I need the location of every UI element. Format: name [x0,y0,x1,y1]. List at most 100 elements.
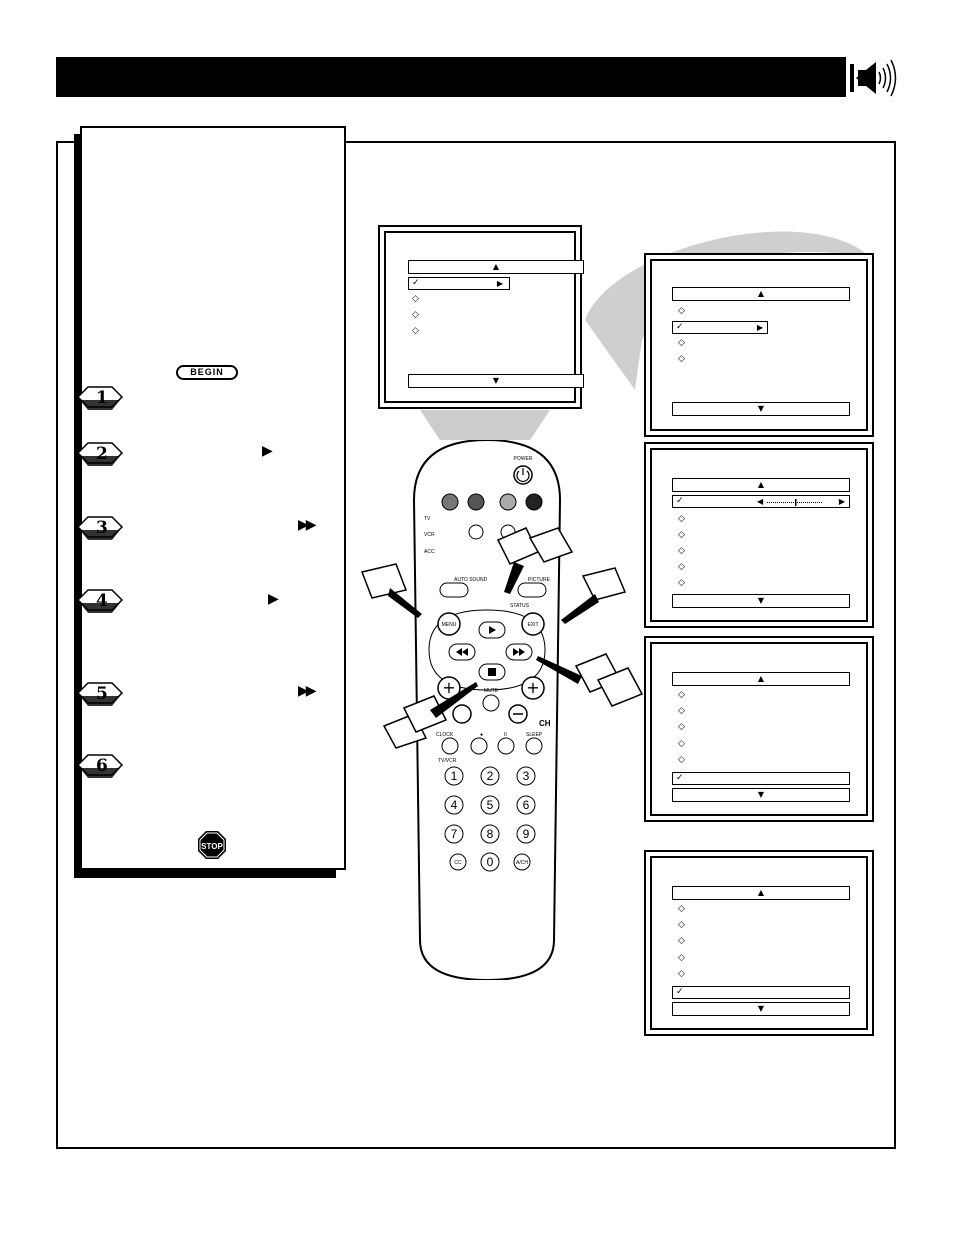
sleep-button[interactable] [525,737,543,755]
blue-button[interactable] [525,493,543,511]
menu-selected-row[interactable]: ✓ ▶ [408,277,510,290]
step-4-badge: 4 [76,589,124,613]
diamond-icon: ◇ [678,904,685,914]
cc-button[interactable] [449,853,467,871]
green-button[interactable] [467,493,485,511]
menu-down-bar[interactable]: ▼ [672,402,850,416]
digit-button[interactable] [516,824,536,844]
menu-selected-row[interactable]: ✓ [672,772,850,785]
sleep-label: SLEEP [526,732,543,738]
level-slider[interactable] [767,499,823,506]
pause-button[interactable] [497,737,515,755]
digit-button[interactable] [444,824,464,844]
record-label: ● [480,732,483,738]
menu-up-bar[interactable]: ▲ [672,886,850,900]
mode-acc-label: ACC [424,549,435,555]
menu-up-bar[interactable]: ▲ [672,478,850,492]
menu-up-bar[interactable]: ▲ [672,672,850,686]
check-icon: ✓ [676,496,684,506]
cc-label: CC [454,860,462,866]
diamond-icon: ◇ [678,338,685,348]
menu-down-bar[interactable]: ▼ [672,788,850,802]
diamond-icon: ◇ [678,530,685,540]
exit-label: EXIT [527,622,538,628]
smiley-button[interactable] [468,524,484,540]
diamond-icon: ◇ [412,294,419,304]
power-label: POWER [514,456,533,462]
digit-button[interactable] [516,766,536,786]
diamond-icon: ◇ [678,354,685,364]
ch-label: CH [539,719,551,728]
yellow-button[interactable] [499,493,517,511]
mute-button[interactable] [482,694,500,712]
pointing-hand-icon [496,527,574,594]
diamond-icon: ◇ [412,326,419,336]
diamond-icon: ◇ [678,969,685,979]
step-5-arrow-icon: ▶▶ [298,683,316,699]
tvvcr-label: TV/VCR [438,758,457,764]
digit-button[interactable] [480,795,500,815]
stop-sign-icon: STOP [198,831,226,859]
menu-screen-4: ▲ ◇ ◇ ◇ ◇ ◇ ✓ ▼ [644,636,874,822]
check-icon: ✓ [412,278,420,288]
fast-forward-icon [513,648,519,656]
menu-screen-5: ▲ ◇ ◇ ◇ ◇ ◇ ✓ ▼ [644,850,874,1036]
check-icon: ✓ [676,322,684,332]
ach-button[interactable] [513,853,531,871]
menu-button[interactable] [437,612,461,636]
diamond-icon: ◇ [678,953,685,963]
diamond-icon: ◇ [678,706,685,716]
diamond-icon: ◇ [678,306,685,316]
menu-screen-2: ▲ ◇ ✓ ▶ ◇ ◇ ▼ [644,253,874,437]
digit-button[interactable] [516,795,536,815]
digit-button[interactable] [480,766,500,786]
clock-button[interactable] [441,737,459,755]
menu-selected-row[interactable]: ✓ ▶ [672,321,768,334]
digit-label: 4 [451,798,458,812]
begin-badge: BEGIN [176,365,238,380]
digit-label: 6 [523,798,530,812]
diamond-icon: ◇ [678,936,685,946]
digit-button[interactable] [480,824,500,844]
mode-vcr-label: VCR [424,532,435,538]
pointing-hand-icon [561,567,627,624]
menu-down-bar[interactable]: ▼ [408,374,584,388]
content-frame [56,141,896,1149]
diamond-icon: ◇ [678,722,685,732]
mode-tv-label: TV [424,516,431,522]
record-button[interactable] [470,737,488,755]
auto-sound-button[interactable] [439,582,469,598]
diamond-icon: ◇ [678,514,685,524]
digit-button[interactable] [444,766,464,786]
menu-slider-row[interactable]: ✓ ◀ ▶ [672,495,850,508]
menu-up-bar[interactable]: ▲ [672,287,850,301]
zero-label: 0 [487,855,494,869]
step-5-number: 5 [96,684,108,704]
menu-up-bar[interactable]: ▲ [408,260,584,274]
zero-button[interactable] [480,852,500,872]
digit-button[interactable] [444,795,464,815]
digit-label: 9 [523,827,530,841]
step-6-badge: 6 [76,754,124,778]
step-3-number: 3 [96,518,108,538]
digit-label: 8 [487,827,494,841]
power-icon [516,470,530,482]
remote-control: POWER TV VCR ACC AUTO SOUND PICTURE STAT… [412,440,562,980]
left-arrow-icon: ◀ [757,497,764,506]
menu-selected-row[interactable]: ✓ [672,986,850,999]
step-1-badge: 1 [76,386,124,410]
right-arrow-icon: ▶ [838,497,845,506]
menu-down-bar[interactable]: ▼ [672,594,850,608]
ch-up-button[interactable] [521,676,545,700]
instruction-panel [80,126,346,870]
auto-picture-button[interactable] [517,582,547,598]
right-arrow-icon: ▶ [756,323,763,332]
digit-label: 5 [487,798,494,812]
red-button[interactable] [441,493,459,511]
vol-down-button[interactable] [452,704,472,724]
exit-button[interactable] [521,612,545,636]
digit-label: 2 [487,769,494,783]
check-icon: ✓ [676,773,684,783]
menu-down-bar[interactable]: ▼ [672,1002,850,1016]
power-button[interactable] [513,465,533,485]
